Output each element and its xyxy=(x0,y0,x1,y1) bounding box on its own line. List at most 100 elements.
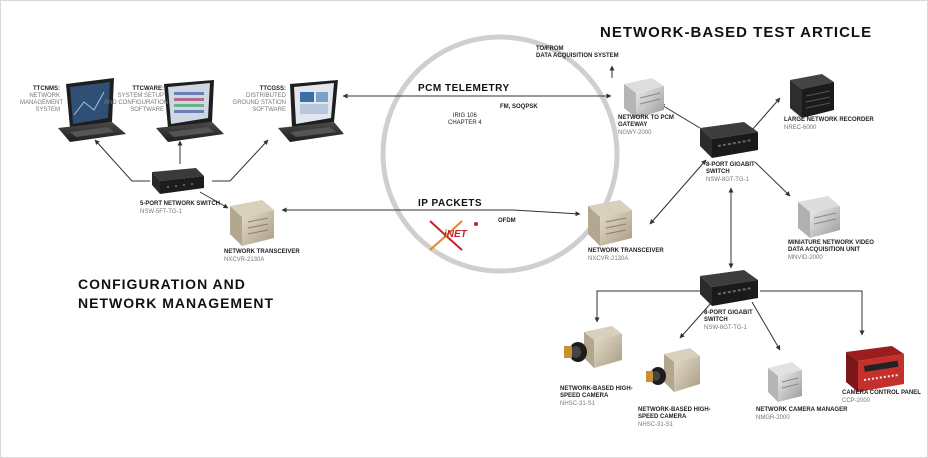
pcm-telemetry-label: PCM TELEMETRY xyxy=(418,83,510,94)
video-dau-icon xyxy=(798,196,840,238)
camera2-part: nHSC-31-S1 xyxy=(638,422,674,428)
ttcware-desc3: SOFTWARE xyxy=(130,107,164,113)
ttcgss-desc2: GROUND STATION xyxy=(232,100,286,106)
transceiver-air-name: NETWORK TRANSCEIVER xyxy=(588,248,664,254)
switch8-top-part: NSW-8GT-TG-1 xyxy=(706,177,749,183)
chapter-text: CHAPTER 4 xyxy=(448,120,482,126)
switch-5port-icon xyxy=(152,168,204,194)
switch8-top-label: 8-PORT GIGABIT SWITCH NSW-8GT-TG-1 xyxy=(706,162,755,184)
ccp-part: CCP-2000 xyxy=(842,398,871,404)
camera1-label: NETWORK-BASED HIGH- SPEED CAMERA nHSC-31… xyxy=(560,386,633,408)
link-ring xyxy=(380,34,620,274)
ttcnms-desc2: MANAGEMENT xyxy=(20,100,64,106)
recorder-part: nREC-6000 xyxy=(784,125,817,131)
wire-video-switch8 xyxy=(754,161,791,197)
transceiver-air-label: NETWORK TRANSCEIVER nXCVR-2130A xyxy=(588,248,664,263)
daq-label: TO/FROM DATA ACQUISITION SYSTEM xyxy=(536,46,619,60)
switch8-top-name1: 8-PORT GIGABIT xyxy=(706,162,755,168)
video-part: MnVID-2000 xyxy=(788,255,823,261)
switch8-bottom-label: 8-PORT GIGABIT SWITCH NSW-8GT-TG-1 xyxy=(704,310,753,332)
pcm-gateway-icon xyxy=(624,78,664,118)
camera1-part: nHSC-31-S1 xyxy=(560,401,596,407)
wire-gateway-switch8 xyxy=(659,103,701,129)
camera1-icon xyxy=(564,326,622,368)
transceiver-ground-part: NXCVR-2130A xyxy=(224,257,265,263)
switch8-bottom-name2: SWITCH xyxy=(704,317,728,323)
ttcnms-desc3: SYSTEM xyxy=(35,107,60,113)
transceiver-ground-label: NETWORK TRANSCEIVER NXCVR-2130A xyxy=(224,249,300,264)
video-name1: MINIATURE NETWORK VIDEO xyxy=(788,240,874,246)
recorder-label: LARGE NETWORK RECORDER nREC-6000 xyxy=(784,117,874,132)
cam-manager-label: NETWORK CAMERA MANAGER nMGR-2000 xyxy=(756,407,847,422)
ttcware-laptop-icon xyxy=(156,80,224,142)
ttcgss-laptop-icon xyxy=(278,80,344,142)
switch-8port-top-icon xyxy=(700,122,758,158)
camera2-label: NETWORK-BASED HIGH- SPEED CAMERA nHSC-31… xyxy=(638,407,711,429)
wire-switch8b-camera1 xyxy=(594,290,700,323)
video-label: MINIATURE NETWORK VIDEO DATA ACQUISITION… xyxy=(788,240,874,262)
camera-manager-icon xyxy=(768,362,802,402)
ttcgss-desc3: SOFTWARE xyxy=(252,107,286,113)
wire-recorder-switch8 xyxy=(751,97,781,131)
camera1-name2: SPEED CAMERA xyxy=(560,393,609,399)
ttcnms-name: TTCNMS: xyxy=(33,86,60,92)
daq-line2: DATA ACQUISITION SYSTEM xyxy=(536,53,619,59)
switch8-top-name2: SWITCH xyxy=(706,169,730,175)
irig-label: IRIG 106 CHAPTER 4 xyxy=(448,113,482,127)
config-heading-line2: NETWORK MANAGEMENT xyxy=(78,295,275,311)
test-article-heading: NETWORK-BASED TEST ARTICLE xyxy=(600,24,873,41)
wire-ttcnms-switch5 xyxy=(94,139,150,182)
ttcnms-label: TTCNMS: NETWORK MANAGEMENT SYSTEM xyxy=(20,86,64,114)
ttcnms-laptop-icon xyxy=(58,78,126,142)
ttcware-name: TTCWARE: xyxy=(132,86,164,92)
switch5-name: 5-PORT NETWORK SWITCH xyxy=(140,201,220,207)
switch-8port-bottom-icon xyxy=(700,270,758,306)
transceiver-ground-icon xyxy=(230,200,274,246)
transceiver-air-part: nXCVR-2130A xyxy=(588,256,629,262)
ttcware-desc1: SYSTEM SETUP xyxy=(117,93,164,99)
ttcware-desc2: AND CONFIGURATION xyxy=(104,100,169,106)
cam-manager-name: NETWORK CAMERA MANAGER xyxy=(756,407,848,413)
transceiver-ground-name: NETWORK TRANSCEIVER xyxy=(224,249,300,255)
wire-switch5-transceiver xyxy=(199,191,229,209)
wire-switch8b-cammgr xyxy=(751,301,781,351)
pcm-gateway-part: nGWY-2000 xyxy=(618,130,652,136)
inet-logo-icon xyxy=(429,220,478,251)
recorder-name: LARGE NETWORK RECORDER xyxy=(784,117,874,123)
ttcnms-desc1: NETWORK xyxy=(29,93,60,99)
ofdm-label: OFDM xyxy=(498,218,516,224)
video-name2: DATA ACQUISITION UNIT xyxy=(788,247,860,253)
ttcware-label: TTCWARE: SYSTEM SETUP AND CONFIGURATION … xyxy=(104,86,169,114)
fm-soqpsk-label: FM, SOQPSK xyxy=(500,104,538,110)
inet-text: iNET xyxy=(444,229,467,240)
switch8-bottom-name1: 8-PORT GIGABIT xyxy=(704,310,753,316)
pcm-gateway-name2: GATEWAY xyxy=(618,122,648,128)
pcm-gateway-name1: NETWORK TO PCM xyxy=(618,115,674,121)
switch5-label: 5-PORT NETWORK SWITCH NSW-5FT-TG-1 xyxy=(140,201,220,216)
pcm-gateway-label: NETWORK TO PCM GATEWAY nGWY-2000 xyxy=(618,115,674,137)
ccp-name: CAMERA CONTROL PANEL xyxy=(842,390,921,396)
camera1-name1: NETWORK-BASED HIGH- xyxy=(560,386,633,392)
daq-line1: TO/FROM xyxy=(536,46,564,52)
wire-switch8b-camera2 xyxy=(679,301,713,339)
switch8-bottom-part: NSW-8GT-TG-1 xyxy=(704,325,747,331)
ttcgss-label: TTCGSS: DISTRIBUTED GROUND STATION SOFTW… xyxy=(226,86,286,114)
switch5-part: NSW-5FT-TG-1 xyxy=(140,209,182,215)
wire-transceiver-switch8 xyxy=(649,159,707,225)
camera2-name1: NETWORK-BASED HIGH- xyxy=(638,407,711,413)
network-recorder-icon xyxy=(790,74,834,118)
camera2-icon xyxy=(646,348,700,392)
wire-switch8b-ccp xyxy=(760,290,865,336)
ttcgss-desc1: DISTRIBUTED xyxy=(245,93,286,99)
camera-control-panel-icon xyxy=(846,346,904,392)
ttcgss-name: TTCGSS: xyxy=(259,86,286,92)
config-heading-line1: CONFIGURATION AND xyxy=(78,276,246,292)
ip-packets-label: IP PACKETS xyxy=(418,198,483,209)
ccp-label: CAMERA CONTROL PANEL CCP-2000 xyxy=(842,390,921,405)
camera2-name2: SPEED CAMERA xyxy=(638,414,687,420)
transceiver-air-icon xyxy=(588,200,632,246)
irig-text: IRIG 106 xyxy=(452,113,477,119)
ip-to-air-transceiver-line xyxy=(512,209,581,217)
wire-ttcgss-switch5 xyxy=(212,139,269,182)
